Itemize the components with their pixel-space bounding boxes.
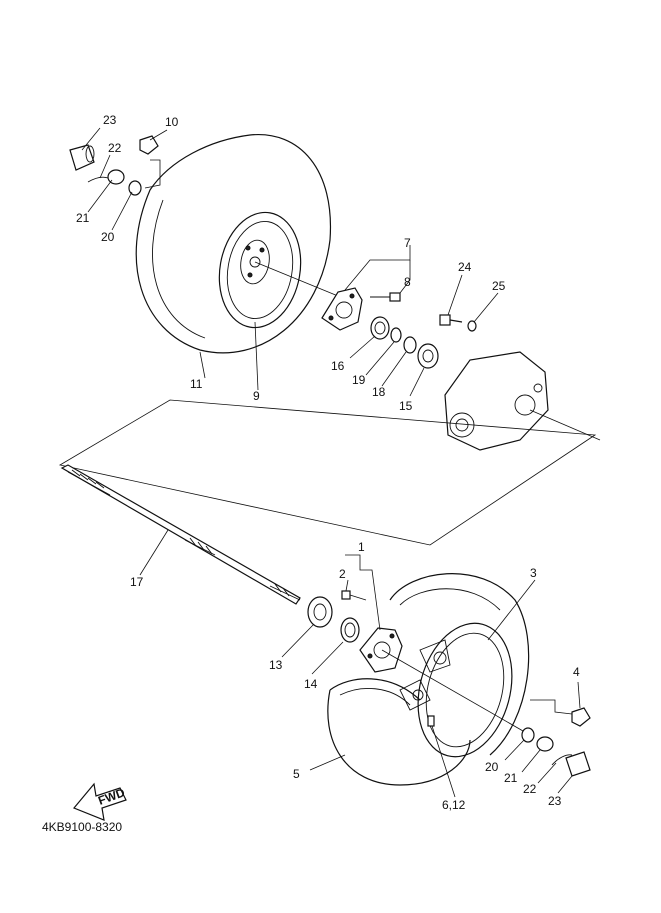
callout-2: 2 [339,567,346,581]
upper-hub [321,287,363,331]
nut-10 [139,135,159,155]
callout-19: 19 [352,373,366,387]
callout-22-lower: 22 [523,782,537,796]
callout-20-lower: 20 [485,760,499,774]
callout-18: 18 [372,385,386,399]
washer-20-lower [521,727,535,743]
bolt-8 [370,292,401,302]
axle-reference-box [58,399,597,546]
fwd-arrow-icon: FWD [73,782,127,821]
seal-18 [403,336,417,354]
cotter-pin-22-upper [87,176,109,183]
bolt-2 [341,590,367,601]
final-gear-case [444,351,601,451]
callout-23-lower: 23 [548,794,562,808]
callout-13: 13 [269,658,283,672]
callout-9: 9 [253,389,260,403]
callout-20-upper: 20 [101,230,115,244]
callout-22-upper: 22 [108,141,122,155]
seal-14 [340,617,360,643]
callout-17: 17 [130,575,144,589]
lower-axle-centerline [381,649,531,736]
callout-3: 3 [530,566,537,580]
lower-hub [359,627,403,673]
callout-5: 5 [293,767,300,781]
callout-25: 25 [492,279,506,293]
leader-lines [81,127,581,798]
washer-20-upper [128,180,142,196]
cap-23-lower [565,751,591,777]
catalog-code: 4KB9100-8320 [42,820,122,834]
callout-8: 8 [404,275,411,289]
callout-7: 7 [404,236,411,250]
callout-16: 16 [331,359,345,373]
ring-19 [390,327,402,343]
bearing-15 [417,343,439,369]
washer-25 [467,320,477,332]
nut-4 [571,707,591,727]
bearing-16 [370,316,390,340]
bolt-24 [439,314,463,326]
cotter-pin-22-lower [551,754,573,766]
callout-4: 4 [573,665,580,679]
callout-14: 14 [304,677,318,691]
rear-axle-shaft [60,464,301,605]
callout-labels: 23 10 22 21 20 7 8 24 25 16 19 18 15 11 … [76,113,580,812]
nut-21-lower [536,736,554,752]
callout-6-12: 6,12 [442,798,466,812]
lower-tire-outer [327,678,471,786]
lower-tire-inner [389,573,530,756]
callout-21-lower: 21 [504,771,518,785]
lower-wheel-rim [399,622,513,758]
callout-10: 10 [165,115,179,129]
upper-tire [135,134,332,354]
callout-24: 24 [458,260,472,274]
upper-wheel-rim [218,211,302,329]
callout-21-upper: 21 [76,211,90,225]
bearing-13 [307,596,333,628]
callout-15: 15 [399,399,413,413]
valve-6-12 [427,715,435,727]
callout-23-upper: 23 [103,113,117,127]
callout-1: 1 [358,540,365,554]
cap-23-upper [69,144,95,171]
callout-11: 11 [190,377,203,391]
